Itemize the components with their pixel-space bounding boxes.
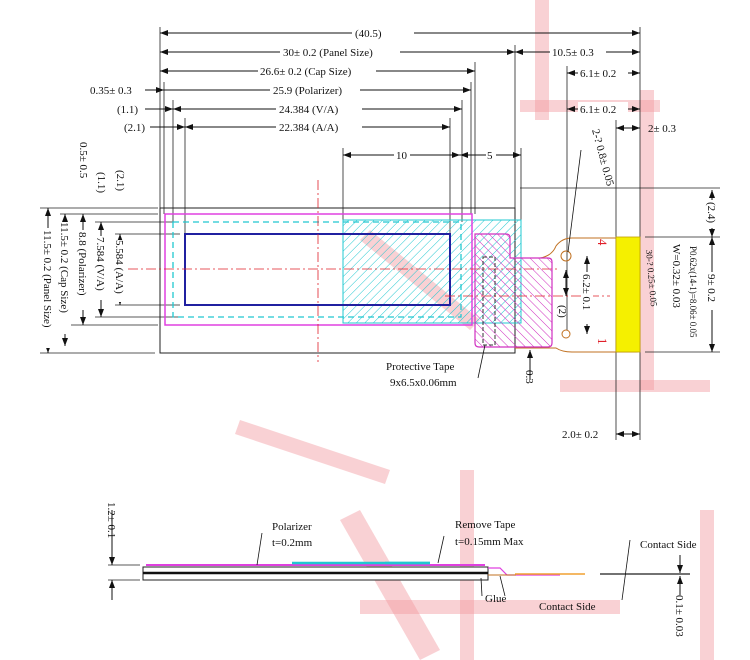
tape-leader [477,344,486,379]
dim-gap: 0.3 [523,370,535,384]
viewing-area-outline [172,221,462,318]
top-dimension-labels: (40.5) 30± 0.2 (Panel Size) 10.5± 0.3 26… [90,26,677,162]
contact-side-top-label: Contact Side [640,539,697,551]
protective-tape [474,233,553,348]
extension-lines [40,27,720,440]
fpc-contact-pads [615,236,641,353]
polarizer-thickness: t=0.2mm [272,537,313,549]
dim-va-height: 7.584 (V/A) [94,237,106,291]
protective-tape-inner [482,256,496,346]
dim-polarizer-offset: 0.35± 0.3 [90,85,132,97]
contact-side-bottom-label: Contact Side [539,601,596,613]
fpc-hole-top [560,250,572,262]
protective-tape-size: 9x6.5x0.06mm [390,377,457,389]
dim-ten: 10 [396,150,408,162]
dim-stiffener: 2± 0.3 [648,123,677,135]
dim-stiffener-length: 2.0± 0.2 [562,429,598,441]
dim-pin-width: W=0.32± 0.03 [670,244,682,308]
side-view: 1.2± 0.1 Polarizer t=0.2mm Remove Tape t… [105,502,697,637]
dim-aa-height: 5.584 (A/A) [113,240,125,294]
glue-label: Glue [485,593,507,605]
dim-fpc-top-offset: (2.4) [705,202,717,223]
dim-overall: (40.5) [355,28,382,40]
dim-polarizer-width: 25.9 (Polarizer) [273,85,342,97]
active-area-outline [184,233,451,306]
polarizer-outline [164,213,473,326]
dim-aa-offset: (2.1) [124,122,145,134]
pin-4-label: 4 [595,239,610,246]
dim-cap-width: 26.6± 0.2 (Cap Size) [260,66,352,78]
fpc-hole-bottom [561,329,571,339]
dim-polarizer-height: 8.8 (Polarizer) [76,232,88,296]
dim-fpc-b: 6.1± 0.2 [580,104,616,116]
dim-holes: 2-? 0.8± 0.05 [589,128,616,188]
dim-five: 5 [487,150,493,162]
dim-cap-height: 11.5± 0.2 (Cap Size) [58,222,70,313]
dim-polarizer-top-offset: 0.5± 0.5 [77,142,89,179]
dim-panel-width: 30± 0.2 (Panel Size) [283,47,373,59]
protective-tape-label: Protective Tape [386,361,454,373]
dim-aa-top-offset: (2.1) [114,170,126,191]
dim-va-offset: (1.1) [117,104,138,116]
hole-leader [567,149,582,253]
dim-fpc-width: 9± 0.2 [705,274,717,302]
polarizer-label: Polarizer [272,521,312,533]
dim-fpc-a: 6.1± 0.2 [580,68,616,80]
left-dimension-labels: 11.5± 0.2 (Panel Size) 11.5± 0.2 (Cap Si… [41,142,126,348]
dim-va-top-offset: (1.1) [95,172,107,193]
dim-va-width: 24.384 (V/A) [279,104,339,116]
dim-fpc-length: 10.5± 0.3 [552,47,594,59]
dim-pin-pitch: P0.62x(14-1)=8.06± 0.05 [688,246,698,338]
remove-tape-label: Remove Tape [455,519,516,531]
dim-thickness: 1.2± 0.1 [105,502,117,538]
dim-fpc-thickness: 0.1± 0.03 [673,595,685,637]
dim-pad-length: 30-? 0.25± 0.05 [644,249,659,307]
dim-panel-height: 11.5± 0.2 (Panel Size) [41,230,53,328]
pin-1-label: 1 [595,338,610,345]
remove-tape-thickness: t=0.15mm Max [455,536,524,548]
dim-hole-pitch: 6.2± 0.1 [580,274,592,310]
dim-hole-offset: (2) [556,305,568,318]
dim-aa-width: 22.384 (A/A) [279,122,339,134]
